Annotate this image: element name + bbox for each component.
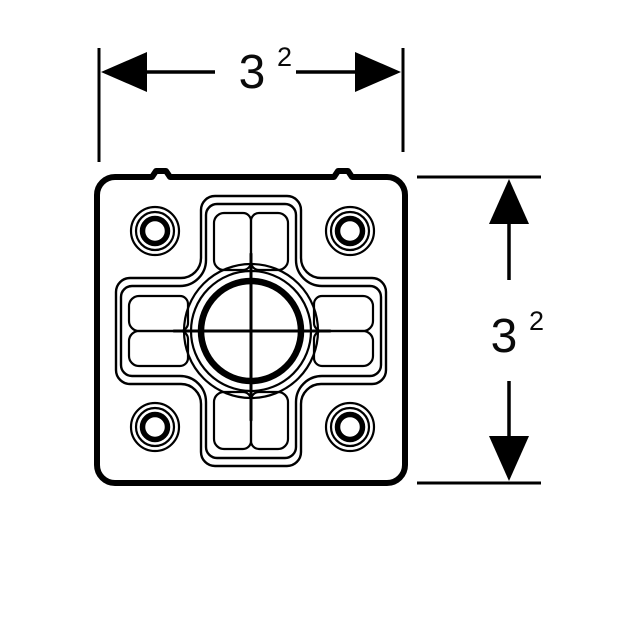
bolt-hole-middle-ring bbox=[134, 210, 176, 252]
center-crosshair bbox=[172, 252, 332, 422]
rib-pockets-top bbox=[212, 211, 290, 272]
bolt-hole-outer-ring bbox=[324, 205, 376, 257]
bolt-hole-bottom-left bbox=[129, 401, 181, 453]
bolt-hole-outer-ring bbox=[324, 401, 376, 453]
pocket-bottom-right bbox=[249, 390, 290, 451]
pocket-top-right bbox=[249, 211, 290, 272]
height-arrow-bottom bbox=[489, 436, 529, 481]
height-dimension-exponent: 2 bbox=[529, 306, 544, 336]
bolt-hole-outer-ring bbox=[129, 205, 181, 257]
height-dimension-value: 3 bbox=[491, 310, 518, 363]
bolt-hole-bottom-right bbox=[324, 401, 376, 453]
width-dimension-value: 3 bbox=[239, 46, 266, 99]
width-dimension-exponent: 2 bbox=[277, 42, 292, 72]
height-dimension-group: 3 2 bbox=[417, 175, 544, 485]
height-arrow-top bbox=[489, 179, 529, 224]
bolt-hole-bore bbox=[139, 215, 171, 247]
pocket-top-left bbox=[212, 211, 253, 272]
bolt-hole-bore bbox=[139, 411, 171, 443]
square-flange-part bbox=[94, 168, 408, 486]
width-arrow-left bbox=[101, 52, 147, 92]
bolt-hole-top-right bbox=[324, 205, 376, 257]
bolt-hole-top-left bbox=[129, 205, 181, 257]
width-arrow-right bbox=[355, 52, 401, 92]
bolt-hole-middle-ring bbox=[329, 210, 371, 252]
cross-boss-outer-contour bbox=[114, 194, 388, 468]
bolt-hole-bore bbox=[334, 215, 366, 247]
bolt-hole-middle-ring bbox=[329, 406, 371, 448]
bolt-hole-bore bbox=[334, 411, 366, 443]
width-dimension-group: 3 2 bbox=[97, 42, 405, 162]
pocket-bottom-left bbox=[212, 390, 253, 451]
bolt-hole-outer-ring bbox=[129, 401, 181, 453]
bolt-hole-middle-ring bbox=[134, 406, 176, 448]
cross-boss-inner-contour bbox=[119, 202, 383, 460]
outer-square-outline bbox=[94, 168, 408, 486]
rib-pockets-bottom bbox=[212, 390, 290, 451]
